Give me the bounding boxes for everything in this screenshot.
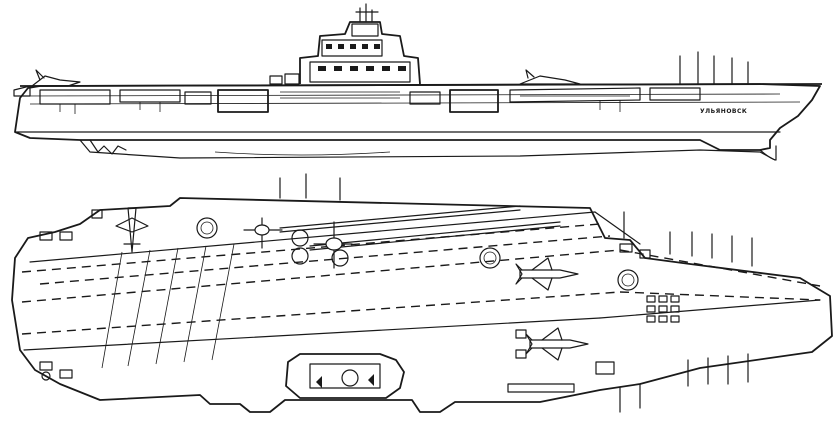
- flight-deck-outline: [11, 197, 833, 413]
- flight-deck-edge: [19, 83, 823, 87]
- aircraft-fighter-1: [515, 257, 579, 291]
- island-superstructure: [269, 3, 421, 85]
- landing-strip-markings: [21, 223, 821, 335]
- aircraft-fighter-3: [115, 207, 149, 253]
- hull-name-label: УЛЬЯНОВСК: [700, 108, 747, 115]
- bow-antennas: [679, 51, 749, 85]
- side-profile-view: УЛЬЯНОВСК: [13, 3, 823, 161]
- elevator-opening-2: [449, 89, 499, 113]
- elevator-opening-1: [217, 89, 269, 113]
- plan-view: [11, 173, 833, 413]
- island-plan: [285, 353, 405, 399]
- aircraft-bow-side: [519, 69, 581, 85]
- bilge-keel: [214, 151, 391, 156]
- deflector-grid: [646, 295, 680, 323]
- sonar-dome: [759, 145, 777, 161]
- aircraft-aew-1: [243, 217, 309, 249]
- deck-markers: [196, 217, 639, 291]
- aircraft-fighter-2: [525, 327, 589, 361]
- keel-line: [79, 139, 776, 161]
- arresting-wires: [101, 243, 235, 369]
- plan-antennas: [279, 173, 753, 413]
- catapult-tracks: [279, 205, 561, 251]
- aircraft-aew-2: [291, 221, 353, 269]
- aircraft-stern-side: [31, 69, 81, 87]
